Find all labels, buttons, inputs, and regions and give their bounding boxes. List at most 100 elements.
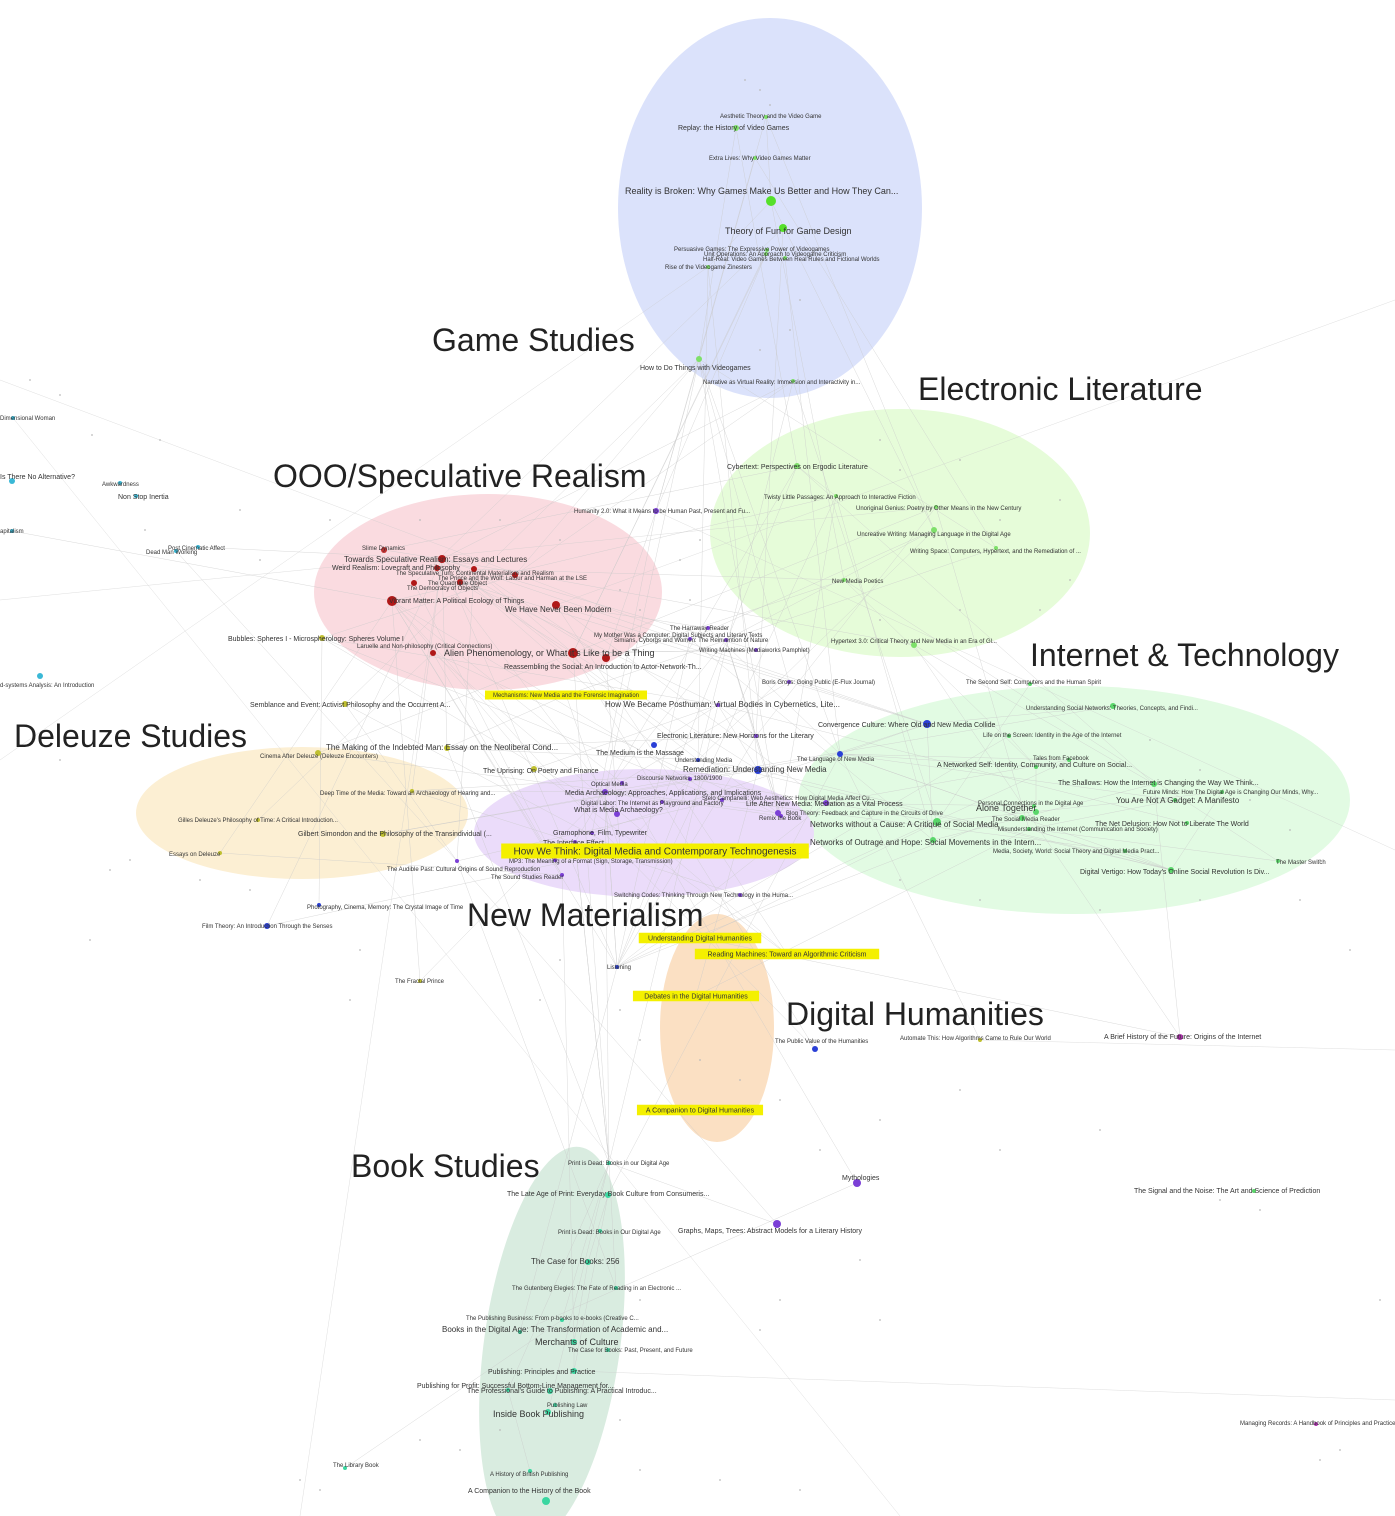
- node-a-brief-history-of-the-future-origins-of-label[interactable]: A Brief History of the Future: Origins o…: [1104, 1034, 1261, 1041]
- node-a-history-of-british-publishing-dot[interactable]: [528, 1469, 532, 1473]
- node-digital-vertigo-how-today-s-online-socia-label[interactable]: Digital Vertigo: How Today's Online Soci…: [1080, 869, 1269, 876]
- node-the-gutenberg-elegies-the-fate-of-readin-label[interactable]: The Gutenberg Elegies: The Fate of Readi…: [512, 1286, 681, 1292]
- node-rise-of-the-videogame-zinesters-dot[interactable]: [706, 265, 710, 269]
- node-the-social-media-reader-dot[interactable]: [1019, 815, 1025, 821]
- node-tales-from-facebook-label[interactable]: Tales from Facebook: [1033, 756, 1090, 762]
- node-apitalism-label[interactable]: apitalism: [0, 529, 24, 535]
- node-publishing-principles-and-practice-label[interactable]: Publishing: Principles and Practice: [488, 1369, 595, 1376]
- node-personal-connections-in-the-digital-age-label[interactable]: Personal Connections in the Digital Age: [978, 801, 1084, 807]
- node-bubbles-spheres-i-microspherology-sphere-label[interactable]: Bubbles: Spheres I - Microspherology: Sp…: [228, 636, 404, 643]
- node-unoriginal-genius-poetry-by-other-means--label[interactable]: Unoriginal Genius: Poetry by Other Means…: [856, 506, 1021, 512]
- node-graphs-maps-trees-abstract-models-for-a--dot[interactable]: [773, 1220, 781, 1228]
- node-is-there-no-alternative-dot[interactable]: [9, 478, 15, 484]
- node-future-minds-how-the-digital-age-is-chan-label[interactable]: Future Minds: How The Digital Age is Cha…: [1143, 790, 1319, 796]
- node-the-signal-and-the-noise-the-art-and-sci-label[interactable]: The Signal and the Noise: The Art and Sc…: [1134, 1188, 1320, 1195]
- node-the-fractal-prince-label[interactable]: The Fractal Prince: [395, 979, 445, 985]
- node-the-net-delusion-how-not-to-liberate-the-label[interactable]: The Net Delusion: How Not to Liberate Th…: [1095, 821, 1249, 828]
- node-narrative-as-virtual-reality-immersion-a-label[interactable]: Narrative as Virtual Reality: Immersion …: [703, 380, 861, 386]
- node-remediation-understanding-new-media-label[interactable]: Remediation: Understanding New Media: [683, 765, 827, 774]
- node-mythologies-label[interactable]: Mythologies: [842, 1175, 880, 1182]
- node-deep-time-of-the-media-toward-an-archaeo-label[interactable]: Deep Time of the Media: Toward an Archae…: [320, 791, 496, 797]
- node-remediation-understanding-new-media-dot[interactable]: [754, 766, 762, 774]
- node-the-late-age-of-print-everyday-book-cult-dot[interactable]: [605, 1192, 611, 1198]
- node-the-social-media-reader-label[interactable]: The Social Media Reader: [992, 817, 1060, 823]
- node-the-master-switch-label[interactable]: The Master Switch: [1276, 860, 1326, 866]
- node-print-is-dead-books-in-our-digital-age-label[interactable]: Print is Dead: Books in our Digital Age: [568, 1161, 670, 1167]
- node-the-quadruple-object-dot[interactable]: [457, 579, 463, 585]
- node-discourse-networks-1800-1900-label[interactable]: Discourse Networks, 1800/1900: [637, 776, 723, 782]
- node-a-companion-to-digital-humanities-label[interactable]: A Companion to Digital Humanities: [646, 1107, 755, 1114]
- node-automate-this-how-algorithms-came-to-rul-dot[interactable]: [978, 1038, 982, 1042]
- node-how-to-do-things-with-videogames-label[interactable]: How to Do Things with Videogames: [640, 365, 751, 372]
- node-how-we-became-posthuman-virtual-bodies-i-dot[interactable]: [716, 703, 720, 707]
- node-essays-on-deleuze-dot[interactable]: [218, 851, 222, 855]
- node-twisty-little-passages-an-approach-to-in-label[interactable]: Twisty Little Passages: An Approach to I…: [764, 495, 916, 501]
- node-the-harraway-reader-dot[interactable]: [706, 626, 710, 630]
- node-is-there-no-alternative-label[interactable]: Is There No Alternative?: [0, 474, 75, 481]
- node-the-case-for-books-past-present-and-futu-dot[interactable]: [606, 1348, 610, 1352]
- node-managing-records-a-handbook-of-principle-dot[interactable]: [1314, 1422, 1318, 1426]
- node-unit-operations-an-approach-to-videogame-dot[interactable]: [764, 252, 768, 256]
- node-the-publishing-business-from-p-books-to--dot[interactable]: [560, 1318, 564, 1322]
- node-automate-this-how-algorithms-came-to-rul-label[interactable]: Automate This: How Algorithms Came to Ru…: [900, 1036, 1051, 1042]
- node-new-media-poetics-label[interactable]: New Media Poetics: [832, 579, 883, 585]
- node-theory-of-fun-for-game-design-dot[interactable]: [779, 224, 787, 232]
- node-writing-space-computers-hypertext-and-th-dot[interactable]: [994, 546, 998, 550]
- node-humanity-2-0-what-it-means-to-be-human-p-label[interactable]: Humanity 2.0: What it Means to be Human …: [574, 509, 750, 515]
- node-humanity-2-0-what-it-means-to-be-human-p-dot[interactable]: [653, 508, 659, 514]
- node-the-medium-is-the-massage-dot[interactable]: [651, 742, 657, 748]
- node-hypertext-3-0-critical-theory-and-new-me-label[interactable]: Hypertext 3.0: Critical Theory and New M…: [831, 639, 997, 645]
- node-stelo-campanelli-web-aesthetics-how-digi-dot[interactable]: [720, 798, 724, 802]
- node-theory-of-fun-for-game-design-label[interactable]: Theory of Fun for Game Design: [725, 226, 852, 236]
- node-reassembling-the-social-an-introduction--dot[interactable]: [602, 654, 610, 662]
- node-the-sound-studies-reader-dot[interactable]: [560, 873, 564, 877]
- node-the-fractal-prince-dot[interactable]: [418, 979, 422, 983]
- node-the-quadruple-object-label[interactable]: The Quadruple Object: [428, 581, 487, 587]
- node-post-cinematic-affect-label[interactable]: Post Cinematic Affect: [168, 546, 225, 552]
- node-switching-codes-thinking-through-new-tec-dot[interactable]: [738, 893, 742, 897]
- node-understanding-media-dot[interactable]: [696, 758, 700, 762]
- node-switching-codes-thinking-through-new-tec-label[interactable]: Switching Codes: Thinking Through New Te…: [614, 893, 793, 899]
- node-the-public-value-of-the-humanities-dot[interactable]: [812, 1046, 818, 1052]
- node-writing-machines-mediaworks-pamphlet-dot[interactable]: [754, 648, 758, 652]
- node-awkwardness-dot[interactable]: [118, 481, 122, 485]
- node-understanding-media-label[interactable]: Understanding Media: [675, 758, 733, 764]
- node-listening-dot[interactable]: [615, 965, 619, 969]
- node-unit-operations-an-approach-to-videogame-label[interactable]: Unit Operations: An Approach to Videogam…: [704, 252, 846, 258]
- node-essays-on-deleuze-label[interactable]: Essays on Deleuze: [169, 852, 221, 858]
- node-merchants-of-culture-label[interactable]: Merchants of Culture: [535, 1337, 619, 1347]
- node-uncreative-writing-managing-language-in--dot[interactable]: [931, 527, 937, 533]
- node-tales-from-facebook-dot[interactable]: [1067, 758, 1071, 762]
- node-inside-book-publishing-dot[interactable]: [545, 1409, 551, 1415]
- node-aesthetic-theory-and-the-video-game-dot[interactable]: [764, 115, 768, 119]
- node-blog-theory-feedback-and-capture-in-the--label[interactable]: Blog Theory: Feedback and Capture in the…: [786, 811, 944, 817]
- node-the-second-self-computers-and-the-human--label[interactable]: The Second Self: Computers and the Human…: [966, 680, 1101, 686]
- node-a-brief-history-of-the-future-origins-of-dot[interactable]: [1177, 1034, 1183, 1040]
- node-how-to-do-things-with-videogames-dot[interactable]: [696, 356, 702, 362]
- node-the-signal-and-the-noise-the-art-and-sci-dot[interactable]: [1252, 1189, 1256, 1193]
- node-the-late-age-of-print-everyday-book-cult-label[interactable]: The Late Age of Print: Everyday Book Cul…: [507, 1191, 709, 1198]
- node-how-we-think-digital-media-and-contempor-label[interactable]: How We Think: Digital Media and Contempo…: [514, 847, 797, 858]
- node-unoriginal-genius-poetry-by-other-means--dot[interactable]: [934, 505, 938, 509]
- node-reading-machines-toward-an-algorithmic-c-label[interactable]: Reading Machines: Toward an Algorithmic …: [708, 951, 867, 958]
- node-hypertext-3-0-critical-theory-and-new-me-dot[interactable]: [911, 642, 917, 648]
- node-reality-is-broken-why-games-make-us-bett-dot[interactable]: [766, 196, 776, 206]
- node-semblance-and-event-activist-philosophy--dot[interactable]: [342, 701, 348, 707]
- node-media-society-world-social-theory-and-di-label[interactable]: Media, Society, World: Social Theory and…: [993, 849, 1160, 855]
- node-persuasive-games-the-expressive-power-of-dot[interactable]: [765, 248, 769, 252]
- node-stelo-campanelli-web-aesthetics-how-digi-label[interactable]: Stelo Campanelli: Web Aesthetics: How Di…: [702, 796, 875, 802]
- node-personal-connections-in-the-digital-age-dot[interactable]: [1032, 804, 1036, 808]
- node-film-theory-an-introduction-through-the--label[interactable]: Film Theory: An Introduction Through the…: [202, 924, 333, 930]
- node-inside-book-publishing-label[interactable]: Inside Book Publishing: [493, 1409, 584, 1419]
- node-the-speculative-turn-continental-materia-label[interactable]: The Speculative Turn: Continental Materi…: [396, 571, 554, 577]
- node-twisty-little-passages-an-approach-to-in-dot[interactable]: [834, 494, 838, 498]
- node-convergence-culture-where-old-and-new-me-label[interactable]: Convergence Culture: Where Old and New M…: [818, 722, 996, 729]
- node-rise-of-the-videogame-zinesters-label[interactable]: Rise of the Videogame Zinesters: [665, 265, 752, 271]
- node-laruelle-and-non-philosophy-critical-con-dot[interactable]: [430, 650, 436, 656]
- node-remix-the-book-label[interactable]: Remix the Book: [759, 816, 802, 822]
- node-what-is-media-archaeology-label[interactable]: What is Media Archaeology?: [574, 807, 663, 814]
- node-gramophone-film-typewriter-label[interactable]: Gramophone, Film, Typewriter: [553, 830, 648, 837]
- node-we-have-never-been-modern-label[interactable]: We Have Never Been Modern: [505, 605, 612, 614]
- node-the-harraway-reader-label[interactable]: The Harraway Reader: [670, 626, 729, 632]
- node-life-after-new-media-mediation-as-a-vita-dot[interactable]: [823, 800, 829, 806]
